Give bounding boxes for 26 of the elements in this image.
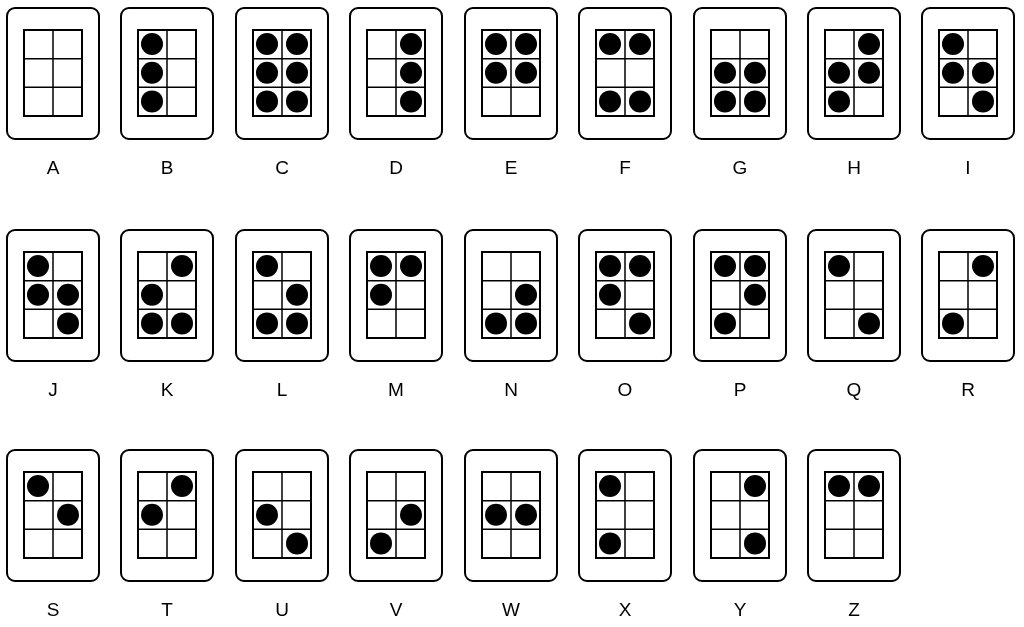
letter-label: N xyxy=(503,379,519,401)
letter-label: E xyxy=(503,157,519,179)
letter-label: T xyxy=(160,599,174,621)
letter-label: P xyxy=(732,379,748,401)
letter-label: S xyxy=(45,599,61,621)
letter-label: H xyxy=(846,157,862,179)
letter-label: W xyxy=(501,599,521,621)
letter-label: M xyxy=(387,379,405,401)
letter-label: L xyxy=(275,379,289,401)
letter-label: V xyxy=(388,599,404,621)
letter-label: Z xyxy=(847,599,861,621)
letter-label: B xyxy=(159,157,175,179)
letter-label: J xyxy=(47,379,59,401)
letter-label: X xyxy=(617,599,633,621)
letter-label: K xyxy=(159,379,175,401)
letter-label: G xyxy=(731,157,749,179)
letter-label: A xyxy=(45,157,61,179)
letter-label: O xyxy=(616,379,634,401)
letter-label: F xyxy=(618,157,632,179)
letter-label: C xyxy=(274,157,290,179)
letter-label: R xyxy=(960,379,976,401)
letter-label: I xyxy=(964,157,972,179)
letter-label: Q xyxy=(845,379,863,401)
letter-label: Y xyxy=(732,599,748,621)
letter-label: U xyxy=(274,599,290,621)
letter-label: D xyxy=(388,157,404,179)
